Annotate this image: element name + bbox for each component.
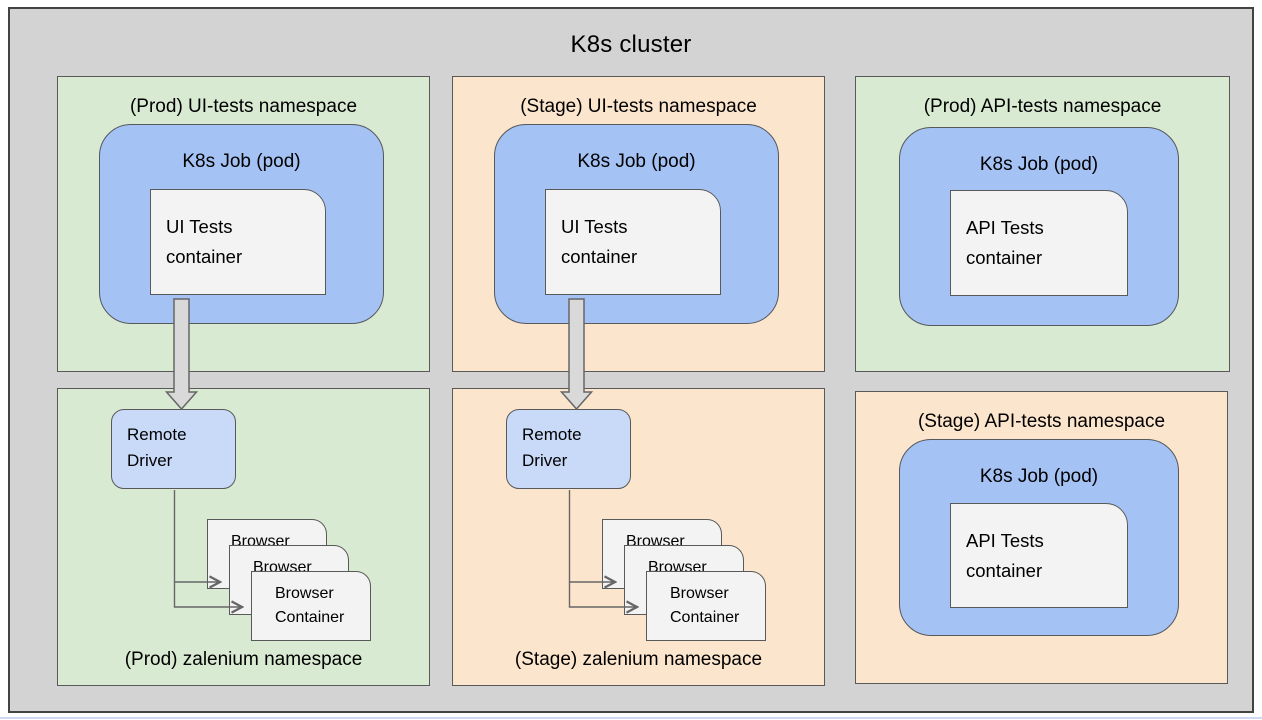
browser-container-front: Browser Container [646, 571, 766, 641]
panel-stage-zalenium-namespace: Remote Driver Browser Container Browser … [452, 388, 825, 686]
bottom-window-edge [0, 717, 1262, 719]
pod-label: K8s Job (pod) [979, 154, 1099, 175]
remote-driver-box: Remote Driver [506, 409, 631, 489]
namespace-label: (Prod) API-tests namespace [923, 96, 1162, 117]
namespace-label: (Stage) UI-tests namespace [520, 96, 757, 117]
panel-prod-api-tests-namespace: (Prod) API-tests namespace K8s Job (pod)… [855, 76, 1230, 372]
ui-tests-container: UI Tests container [150, 189, 326, 295]
namespace-label: (Prod) zalenium namespace [124, 649, 363, 670]
panel-prod-zalenium-namespace: Remote Driver Browser Container Browser … [57, 388, 430, 686]
panel-prod-ui-tests-namespace: (Prod) UI-tests namespace K8s Job (pod) … [57, 76, 430, 372]
namespace-label: (Stage) API-tests namespace [917, 411, 1166, 432]
k8s-job-pod: K8s Job (pod) UI Tests container [494, 124, 779, 324]
pod-label: K8s Job (pod) [577, 151, 696, 172]
browser-container-front: Browser Container [251, 571, 371, 641]
k8s-job-pod: K8s Job (pod) API Tests container [899, 439, 1179, 636]
k8s-job-pod: K8s Job (pod) API Tests container [899, 127, 1179, 326]
pod-label: K8s Job (pod) [182, 151, 301, 172]
panel-stage-ui-tests-namespace: (Stage) UI-tests namespace K8s Job (pod)… [452, 76, 825, 372]
api-tests-container: API Tests container [950, 190, 1128, 296]
namespace-label: (Stage) zalenium namespace [514, 649, 763, 670]
api-tests-container: API Tests container [950, 503, 1128, 608]
namespace-label: (Prod) UI-tests namespace [129, 96, 358, 117]
ui-tests-container: UI Tests container [545, 189, 721, 295]
cluster-title: K8s cluster [570, 31, 692, 58]
pod-label: K8s Job (pod) [979, 466, 1099, 487]
k8s-job-pod: K8s Job (pod) UI Tests container [99, 124, 384, 324]
panel-stage-api-tests-namespace: (Stage) API-tests namespace K8s Job (pod… [855, 391, 1228, 684]
remote-driver-box: Remote Driver [111, 409, 236, 489]
